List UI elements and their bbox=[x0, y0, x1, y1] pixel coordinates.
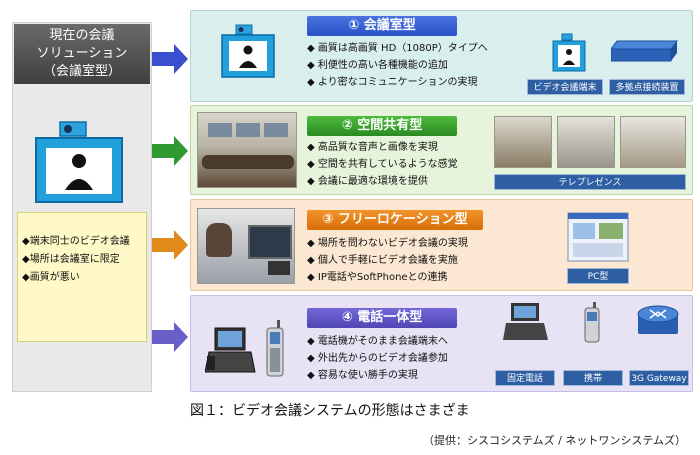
video-terminal-icon bbox=[35, 121, 123, 203]
feature-item: ◆ 電話機がそのまま会議端末へ bbox=[307, 336, 448, 347]
feature-item: ◆ 外出先からのビデオ会議参加 bbox=[307, 353, 448, 364]
panel-phone-integrated: ④ 電話一体型 ◆ 電話機がそのまま会議端末へ ◆ 外出先からのビデオ会議参加 … bbox=[190, 295, 693, 392]
panel-meeting-room: ① 会議室型 ◆ 画質は高画質 HD（1080P）タイプへ ◆ 利便性の高い各種… bbox=[190, 10, 693, 102]
feature-item: ◆ 場所を問わないビデオ会議の実現 bbox=[307, 238, 468, 249]
arrow-to-panel-1 bbox=[152, 44, 188, 74]
feature-item: ◆ 会議に最適な環境を提供 bbox=[307, 176, 428, 187]
device-tag: 携帯 bbox=[563, 370, 623, 386]
device-tag: 固定電話 bbox=[495, 370, 555, 386]
current-solution-title: 現在の会議 ソリューション （会議室型） bbox=[14, 24, 150, 84]
panel-title: ④ 電話一体型 bbox=[307, 308, 457, 328]
panel-free-location: ③ フリーロケーション型 ◆ 場所を問わないビデオ会議の実現 ◆ 個人で手軽にビ… bbox=[190, 199, 693, 291]
current-problems-list: ◆端末同士のビデオ会議 ◆場所は会議室に限定 ◆画質が悪い bbox=[17, 212, 147, 342]
panel-title: ③ フリーロケーション型 bbox=[307, 210, 483, 230]
telepresence-photo bbox=[620, 116, 686, 168]
mobile-phone-icon bbox=[266, 320, 284, 377]
mobile-phone-icon bbox=[584, 302, 600, 343]
video-terminal-icon bbox=[552, 33, 586, 72]
feature-item: ◆ IP電話やSoftPhoneとの連携 bbox=[307, 272, 448, 283]
video-terminal-icon bbox=[221, 24, 275, 78]
feature-item: ◆ 容易な使い勝手の実現 bbox=[307, 370, 418, 381]
video-phone-icon bbox=[503, 303, 548, 340]
telepresence-room-photo bbox=[197, 112, 297, 188]
title-line: （会議室型） bbox=[42, 64, 121, 79]
panel-space-sharing: ② 空間共有型 ◆ 高品質な音声と画像を実現 ◆ 空間を共有しているような感覚 … bbox=[190, 105, 693, 195]
arrow-to-panel-4 bbox=[152, 322, 188, 352]
panel-title: ① 会議室型 bbox=[307, 16, 457, 36]
video-phone-icon bbox=[205, 327, 256, 373]
feature-item: ◆ より密なコミュニケーションの実現 bbox=[307, 77, 478, 88]
device-tag: PC型 bbox=[567, 268, 629, 284]
mcu-device-icon bbox=[611, 40, 678, 62]
device-tag: 多拠点接続装置 bbox=[609, 79, 685, 95]
telepresence-photo bbox=[494, 116, 552, 168]
arrow-to-panel-3 bbox=[152, 230, 188, 260]
feature-item: ◆ 高品質な音声と画像を実現 bbox=[307, 142, 438, 153]
feature-item: ◆ 利便性の高い各種機能の追加 bbox=[307, 60, 448, 71]
telepresence-photo bbox=[557, 116, 615, 168]
title-line: 現在の会議 bbox=[49, 28, 115, 43]
feature-item: ◆ 空間を共有しているような感覚 bbox=[307, 159, 458, 170]
device-tag: 3G Gateway bbox=[629, 370, 689, 386]
title-line: ソリューション bbox=[36, 46, 128, 61]
desk-user-photo bbox=[197, 208, 295, 284]
list-item: ◆端末同士のビデオ会議 bbox=[22, 236, 130, 247]
list-item: ◆場所は会議室に限定 bbox=[22, 254, 120, 265]
figure-credit: （提供：シスコシステムズ / ネットワンシステムズ） bbox=[422, 434, 686, 447]
3g-gateway-router-icon bbox=[637, 305, 679, 334]
panel-title: ② 空間共有型 bbox=[307, 116, 457, 136]
device-tag: テレプレゼンス bbox=[494, 174, 686, 190]
feature-item: ◆ 個人で手軽にビデオ会議を実施 bbox=[307, 255, 458, 266]
pc-screen-icon bbox=[567, 212, 629, 262]
arrow-to-panel-2 bbox=[152, 136, 188, 166]
feature-item: ◆ 画質は高画質 HD（1080P）タイプへ bbox=[307, 43, 488, 54]
figure-caption: 図１：ビデオ会議システムの形態はさまざま bbox=[190, 403, 470, 419]
device-tag: ビデオ会議端末 bbox=[527, 79, 603, 95]
list-item: ◆画質が悪い bbox=[22, 272, 80, 283]
